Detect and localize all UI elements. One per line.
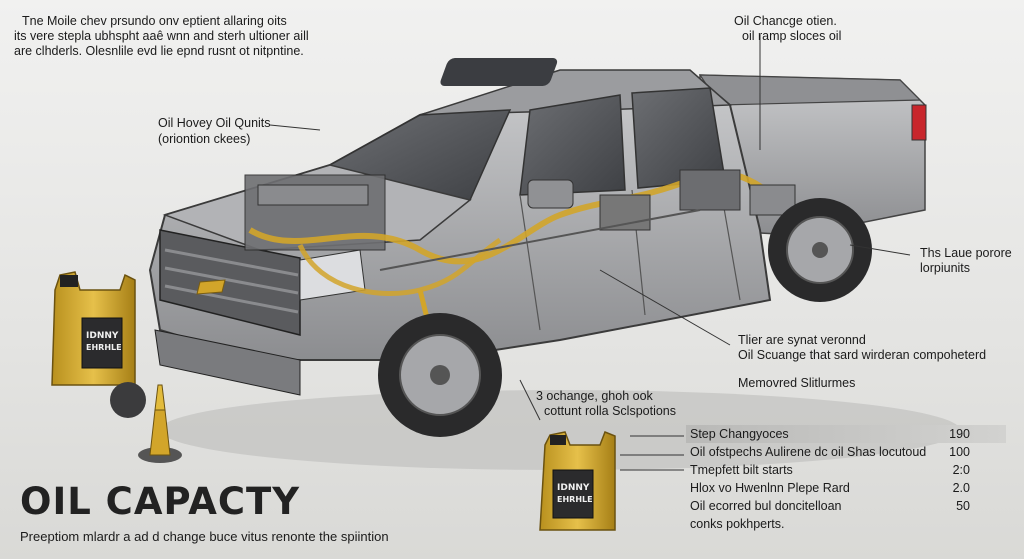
large-jug-label-1: IDNNY bbox=[557, 483, 590, 493]
table-row-label: conks pokhperts. bbox=[690, 517, 785, 531]
page-title: OIL CAPACTY bbox=[20, 480, 301, 523]
front-bumper bbox=[154, 329, 301, 396]
table-row-value: 2:0 bbox=[952, 463, 970, 477]
intro-line-3: are clhderls. Olesnlile evd lie epnd rus… bbox=[14, 44, 304, 58]
ground-shadow bbox=[160, 390, 960, 470]
callout-center-1: 3 ochange, ghoh ook bbox=[536, 389, 653, 403]
front-wheel bbox=[378, 313, 502, 437]
front-window bbox=[519, 94, 626, 196]
table-row: conks pokhperts. bbox=[686, 515, 1006, 533]
intro-line-1: Tne Moile chev prsundo onv eptient allar… bbox=[22, 14, 287, 28]
table-row-label: Tmepfett bilt starts bbox=[690, 463, 793, 477]
table-row: Stеp Changyoces 190 bbox=[686, 425, 1006, 443]
table-row-label: Oil ofstpechs Aulirene dc oil Shas locut… bbox=[690, 445, 927, 459]
table-row-value: 2.0 bbox=[952, 481, 970, 495]
oil-funnel bbox=[110, 382, 182, 463]
callout-center-2: cottunt rolla Sclspotions bbox=[544, 404, 677, 418]
table-row: Oil ecorred bul doncitelloan 50 bbox=[686, 497, 1006, 515]
table-row-value: 100 bbox=[949, 445, 970, 459]
front-grille bbox=[154, 229, 366, 396]
callout-right-1: Ths Laue porore bbox=[920, 246, 1012, 260]
table-row-value: 50 bbox=[956, 499, 970, 513]
intro-line-2: its vere steplа ubhspht aaê wnn and ster… bbox=[14, 29, 309, 43]
small-oil-jug: IDNNY EHRHLE bbox=[51, 271, 136, 386]
table-row: Hlox vo Hwenlnn Plepe Rard 2.0 bbox=[686, 479, 1006, 497]
engine-oil-system bbox=[244, 169, 796, 371]
callout-left-1: Oil Hovey Oil Qunits bbox=[158, 116, 271, 130]
callout-lines bbox=[269, 35, 911, 471]
small-jug-label-1: IDNNY bbox=[86, 331, 119, 341]
callout-mid-right-2: Oil Scuange that sard wirderan compohete… bbox=[738, 348, 987, 362]
table-row-value: 190 bbox=[949, 427, 970, 441]
callout-mid-right-1: Tlier are synat veronnd bbox=[738, 333, 866, 347]
callout-top-right-2: oil ramp sloces oil bbox=[742, 29, 842, 43]
callout-top-right-1: Oil Chancge otien. bbox=[734, 14, 837, 28]
table-row-label: Hlox vo Hwenlnn Plepe Rard bbox=[690, 481, 850, 495]
sunroof bbox=[440, 58, 558, 86]
table-row: Tmepfett bilt starts 2:0 bbox=[686, 461, 1006, 479]
table-row-label: Stеp Changyoces bbox=[690, 427, 789, 441]
footer-text: Preeptiom mlardr a ad d change buce vitu… bbox=[20, 529, 389, 544]
callout-right-2: lorpiunits bbox=[920, 261, 971, 275]
rear-component bbox=[679, 169, 741, 211]
table-row-label: Oil ecorred bul doncitelloan bbox=[690, 499, 842, 513]
bowtie-logo bbox=[196, 279, 226, 295]
callout-mid-right-3: Memovred Slitlurmes bbox=[738, 376, 856, 390]
large-oil-jug: IDNNY EHRHLE bbox=[539, 431, 616, 531]
callout-left-2: (oriontion ckees) bbox=[158, 132, 251, 146]
large-jug-label-2: EHRHLE bbox=[557, 495, 593, 504]
table-row: Oil ofstpechs Aulirene dc oil Shas locut… bbox=[686, 443, 1006, 461]
rear-wheel bbox=[768, 198, 872, 302]
side-mirror bbox=[527, 179, 574, 209]
small-jug-label-2: EHRHLE bbox=[86, 343, 122, 352]
tail-light bbox=[911, 104, 927, 141]
